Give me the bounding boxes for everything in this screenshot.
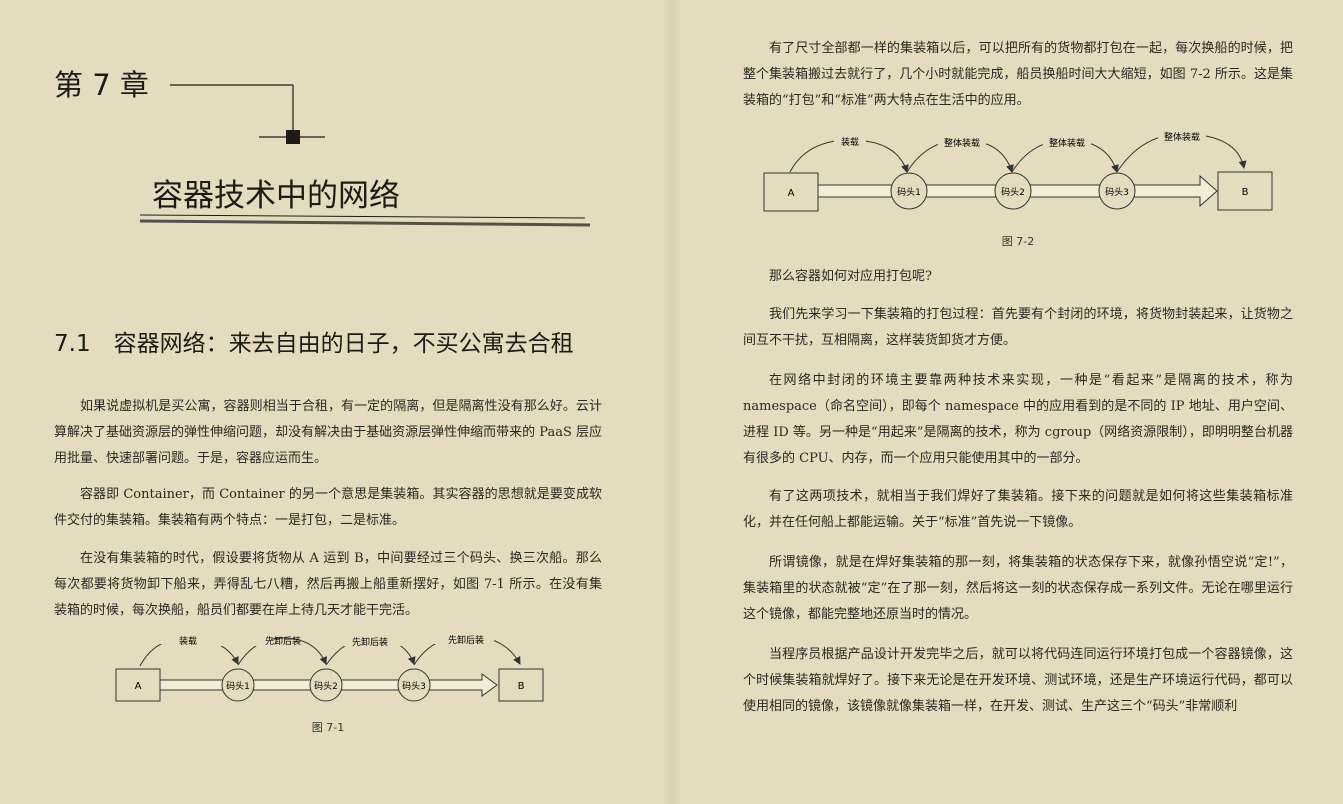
right-page: 有了尺寸全部都一样的集装箱以后，可以把所有的货物都打包在一起，每次换船的时候，把… [672,0,1343,804]
arc-label: 装载 [841,136,859,148]
paragraph: 有了尺寸全部都一样的集装箱以后，可以把所有的货物都打包在一起，每次换船的时候，把… [743,41,1293,108]
arc-label: 先卸后装 [352,636,388,648]
node-b-box [498,668,544,702]
dock-circle [890,172,928,210]
chapter-label: 第 7 章 [54,68,149,102]
figure-7-1: 装载 先卸后装 先卸后装 先卸后装 A 码头1 码头2 码头3 B [115,634,544,702]
dock-circle [994,172,1032,210]
arc [237,637,327,666]
section-title: 7.1 容器网络：来去自由的日子，不买公寓去合租 [54,331,574,357]
node-a-label: A [135,681,142,692]
arc-label: 整体装载 [944,137,980,149]
left-page: 第 7 章 容器技术中的网络 7.1 容器网络：来去自由的日子，不买公寓去合租 … [54,68,602,734]
chapter-decoration [139,84,591,227]
node-a-label: A [788,188,795,199]
dock-circle [1098,172,1136,210]
paragraph: 容器即 Container，而 Container 的另一个意思是集装箱。其实容… [54,487,602,528]
paragraph: 我们先来学习一下集装箱的打包过程：首先要有个封闭的环境，将货物封装起来，让货物之… [743,307,1293,348]
dock-label: 码头2 [1001,187,1025,198]
paragraph: 那么容器如何对应用打包呢? [769,269,932,284]
dock-circle [397,668,431,702]
figure-caption: 图 7-1 [311,721,345,734]
dock-label: 码头2 [314,681,338,692]
paragraph: 在没有集装箱的时代，假设要将货物从 A 运到 B，中间要经过三个码头、换三次船。… [54,551,602,618]
arc-label: 装载 [179,635,197,647]
chapter-title: 容器技术中的网络 [152,178,400,214]
dock-circle [221,668,255,702]
paragraph: 在网络中封闭的环境主要靠两种技术来实现，一种是“看起来”是隔离的技术，称为 na… [743,373,1293,466]
figure-caption: 图 7-2 [1001,235,1035,248]
paragraph: 当程序员根据产品设计开发完毕之后，就可以将代码连同运行环境打包成一个容器镜像，这… [743,647,1293,714]
dock-label: 码头1 [226,681,250,692]
node-b-label: B [1242,187,1249,198]
paragraph: 有了这两项技术，就相当于我们焊好了集装箱。接下来的问题就是如何将这些集装箱标准化… [743,489,1293,530]
dock-circle [309,668,343,702]
dock-label: 码头3 [1105,187,1129,198]
paragraph: 所谓镜像，就是在焊好集装箱的那一刻，将集装箱的状态保存下来，就像孙悟空说“定!”… [743,555,1293,622]
page-gutter [664,0,680,804]
node-b-box [1217,171,1273,211]
dock-label: 码头1 [897,187,921,198]
paragraph: 如果说虚拟机是买公寓，容器则相当于合租，有一定的隔离，但是隔离性没有那么好。云计… [54,399,602,466]
arc-label: 先卸后装 [448,634,484,646]
arc-label: 整体装载 [1164,131,1200,143]
node-b-label: B [518,681,525,692]
arc-label: 整体装载 [1049,137,1085,149]
dock-label: 码头3 [402,681,426,692]
arc-label: 先卸后装 [265,635,301,647]
figure-7-2: 装载 整体装载 整体装载 整体装载 A 码头1 码头2 码头3 B [763,131,1273,212]
